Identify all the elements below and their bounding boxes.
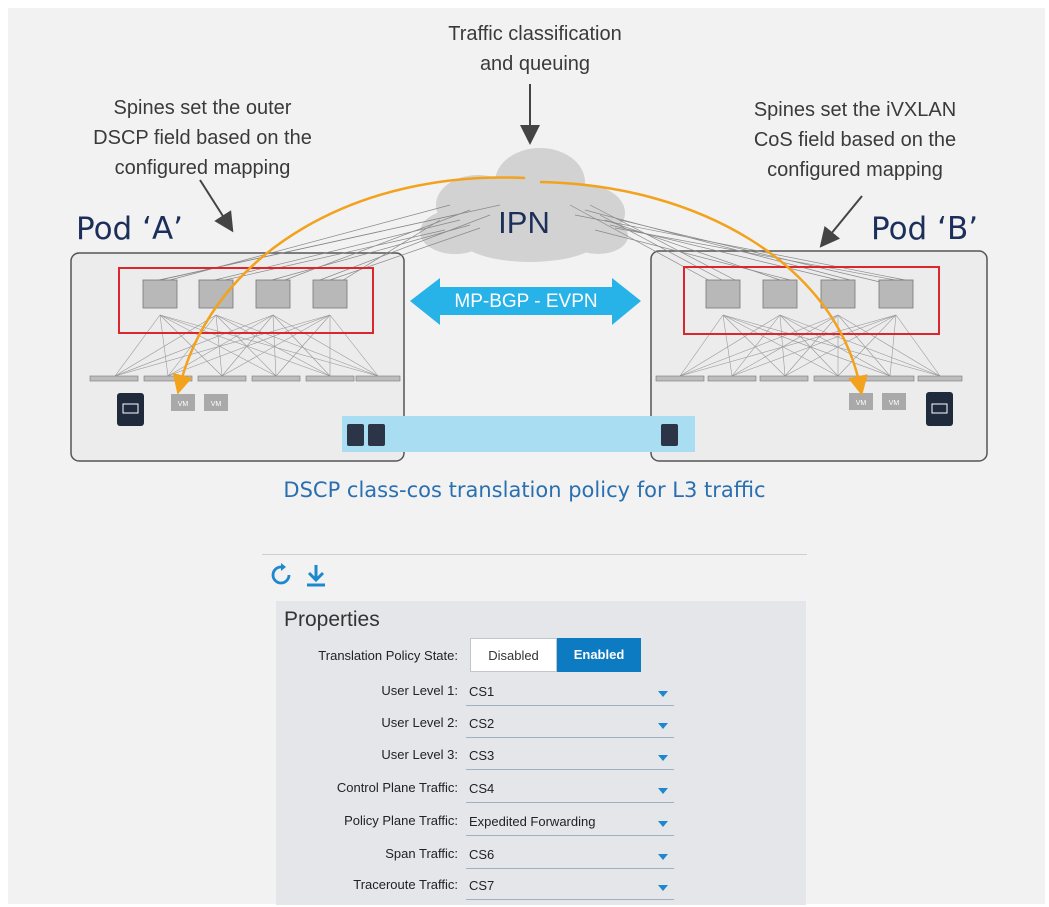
right-annotation-line: Spines set the iVXLAN — [753, 99, 957, 121]
pod-b-vm-icons — [849, 393, 906, 410]
pod-a-title: Pod ‘A’ — [76, 211, 184, 247]
refresh-icon[interactable] — [268, 562, 294, 588]
translation-policy-state-label: Translation Policy State: — [318, 648, 458, 663]
user-level-2-label: User Level 2: — [381, 715, 458, 730]
pod-a-server-icon — [117, 393, 144, 426]
control-plane-traffic-label: Control Plane Traffic: — [336, 780, 458, 795]
ipn-label: IPN — [498, 205, 550, 240]
policy-plane-traffic-label: Policy Plane Traffic: — [344, 813, 458, 828]
top-annotation: Traffic classification and queuing — [405, 19, 665, 79]
right-annotation-line: configured mapping — [767, 159, 943, 181]
apic-controller-icons — [347, 424, 678, 446]
selected-value: CS6 — [469, 847, 495, 862]
pod-b-title: Pod ‘B’ — [871, 211, 979, 247]
traceroute-traffic-label: Traceroute Traffic: — [353, 877, 458, 892]
selected-value: CS4 — [469, 781, 495, 796]
user-level-2-select[interactable]: CS2 — [466, 711, 674, 738]
vm-label: VM — [889, 400, 900, 407]
right-pointer-arrow — [819, 195, 863, 248]
policy-plane-traffic-select[interactable]: Expedited Forwarding — [466, 809, 674, 836]
left-pointer-arrow — [199, 179, 234, 233]
chevron-down-icon — [658, 821, 668, 827]
top-annotation-line: Traffic classification — [448, 23, 622, 45]
user-level-3-select[interactable]: CS3 — [466, 743, 674, 770]
chevron-down-icon — [658, 723, 668, 729]
pod-b-fabric-links — [679, 314, 941, 377]
pod-b-spine-highlight — [683, 266, 940, 335]
left-annotation-line: Spines set the outer — [113, 97, 292, 119]
pod-b-leaf-switches — [655, 375, 963, 382]
user-level-3-label: User Level 3: — [381, 747, 458, 762]
pod-b-spine-switches — [705, 279, 914, 309]
traffic-path-arrow-right — [539, 180, 868, 396]
right-annotation-line: CoS field based on the — [753, 129, 957, 151]
selected-value: CS3 — [469, 748, 495, 763]
chevron-down-icon — [658, 788, 668, 794]
download-icon[interactable] — [303, 562, 329, 588]
pod-b-server-icon — [926, 392, 953, 426]
mp-bgp-evpn-arrow — [410, 278, 641, 325]
selected-value: Expedited Forwarding — [469, 814, 596, 829]
right-annotation: Spines set the iVXLAN CoS field based on… — [720, 95, 990, 185]
chevron-down-icon — [658, 755, 668, 761]
left-annotation-line: configured mapping — [114, 157, 291, 179]
pod-a-spine-highlight — [118, 267, 374, 334]
span-traffic-label: Span Traffic: — [385, 846, 458, 861]
vm-label: VM — [211, 401, 222, 408]
mp-bgp-evpn-label: MP-BGP - EVPN — [454, 291, 597, 312]
pod-a-spine-switches — [142, 279, 348, 309]
selected-value: CS7 — [469, 878, 495, 893]
ipn-links — [149, 204, 906, 283]
top-annotation-line: and queuing — [479, 53, 591, 75]
vm-label: VM — [178, 401, 189, 408]
pod-a-vm-icons — [171, 394, 228, 411]
traceroute-traffic-select[interactable]: CS7 — [466, 873, 674, 900]
toggle-disabled-button[interactable]: Disabled — [470, 638, 557, 672]
selected-value: CS2 — [469, 716, 495, 731]
span-traffic-select[interactable]: CS6 — [466, 842, 674, 869]
toolbar-divider — [262, 554, 807, 555]
chevron-down-icon — [658, 885, 668, 891]
user-level-1-select[interactable]: CS1 — [466, 679, 674, 706]
pod-a-leaf-switches — [89, 375, 401, 382]
chevron-down-icon — [658, 691, 668, 697]
diagram-caption: DSCP class-cos translation policy for L3… — [283, 478, 766, 502]
pod-a-fabric-links — [114, 314, 379, 377]
left-annotation-line: DSCP field based on the — [93, 127, 312, 149]
left-annotation: Spines set the outer DSCP field based on… — [70, 93, 335, 183]
user-level-1-label: User Level 1: — [381, 683, 458, 698]
toggle-enabled-button[interactable]: Enabled — [557, 638, 641, 672]
selected-value: CS1 — [469, 684, 495, 699]
chevron-down-icon — [658, 854, 668, 860]
traffic-path-arrow-left — [172, 176, 526, 395]
control-plane-traffic-select[interactable]: CS4 — [466, 776, 674, 803]
vm-label: VM — [856, 400, 867, 407]
apic-cluster-bar — [342, 416, 695, 452]
properties-title: Properties — [284, 608, 380, 631]
